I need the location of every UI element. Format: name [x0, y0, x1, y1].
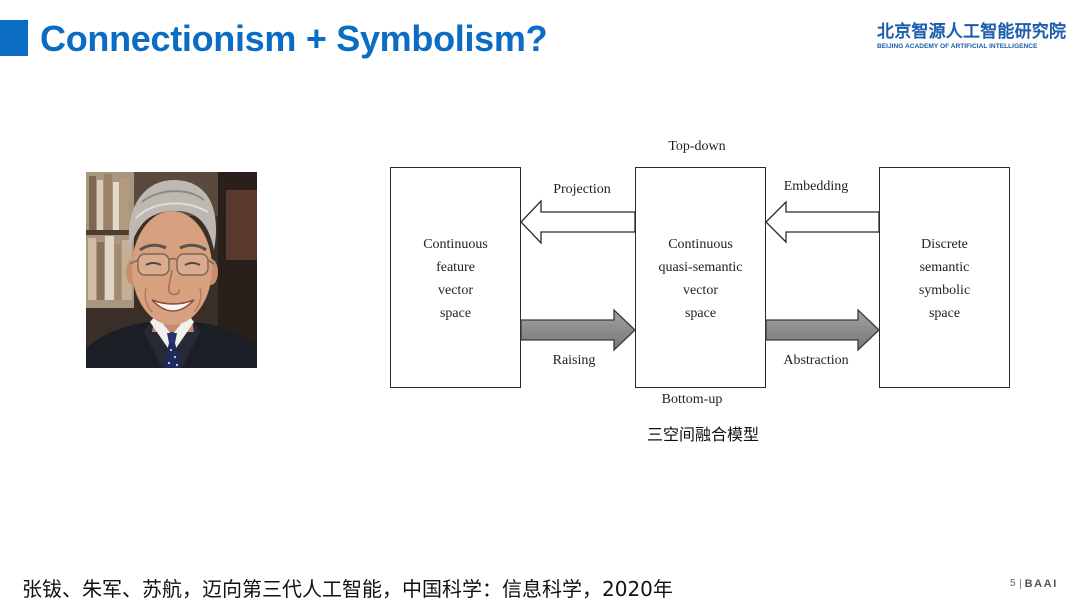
bottom-up-label: Bottom-up: [661, 392, 723, 407]
box-line: Discrete: [921, 237, 968, 252]
feature-space-box: Continuous feature vector space: [390, 167, 521, 388]
page-number: 5: [1010, 578, 1016, 589]
footer-page-mark: 5 BAAI: [1010, 577, 1058, 591]
diagram-caption: 三空间融合模型: [646, 425, 759, 444]
abstraction-label: Abstraction: [783, 353, 849, 368]
portrait-photo: [86, 172, 257, 368]
portrait-suit: [86, 322, 257, 368]
raising-arrow: [520, 308, 636, 352]
footer-separator: [1019, 579, 1021, 589]
projection-arrow: [520, 199, 636, 245]
portrait-tie: [163, 333, 181, 368]
raising-label: Raising: [552, 353, 596, 368]
slide-title: Connectionism + Symbolism?: [40, 18, 548, 59]
portrait-shirt: [150, 315, 194, 354]
box-line: space: [928, 306, 961, 321]
embedding-arrow: [765, 200, 880, 244]
quasi-semantic-space-box: Continuous quasi-semantic vector space: [635, 167, 766, 388]
box-line: vector: [438, 283, 473, 298]
title-accent-bar: [0, 20, 28, 56]
box-line: semantic: [919, 260, 970, 275]
abstraction-arrow: [765, 308, 880, 352]
top-down-label: Top-down: [668, 139, 726, 154]
box-line: symbolic: [918, 283, 971, 298]
footer-logo: BAAI: [1024, 578, 1058, 590]
box-line: quasi-semantic: [658, 260, 743, 275]
symbolic-space-box: Discrete semantic symbolic space: [879, 167, 1010, 388]
baai-logo: 北京智源人工智能研究院 BEIJING ACADEMY OF ARTIFICIA…: [877, 22, 1066, 51]
box-line: Continuous: [668, 237, 733, 252]
portrait-glasses: [129, 253, 215, 276]
logo-chinese-name: 北京智源人工智能研究院: [877, 22, 1067, 42]
box-line: space: [684, 306, 717, 321]
logo-english-name: BEIJING ACADEMY OF ARTIFICIAL INTELLIGEN…: [877, 43, 1038, 50]
box-line: vector: [683, 283, 718, 298]
projection-label: Projection: [553, 182, 611, 197]
box-line: space: [439, 306, 472, 321]
box-line: Continuous: [423, 237, 488, 252]
portrait-illustration: [86, 172, 257, 368]
box-line: feature: [436, 260, 475, 275]
citation-text: 张钹、朱军、苏航，迈向第三代人工智能，中国科学：信息科学，2020年: [22, 577, 673, 601]
portrait-hair: [128, 180, 217, 250]
embedding-label: Embedding: [783, 179, 849, 194]
